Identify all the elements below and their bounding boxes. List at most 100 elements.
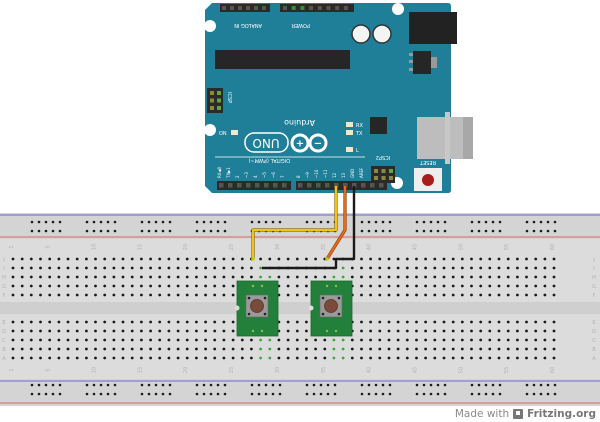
- rail-hole[interactable]: [250, 220, 254, 224]
- breadboard-hole[interactable]: [396, 275, 400, 279]
- rail-hole[interactable]: [250, 392, 254, 396]
- breadboard-hole[interactable]: [470, 320, 473, 324]
- rail-hole[interactable]: [278, 220, 282, 224]
- breadboard-hole[interactable]: [405, 284, 409, 288]
- breadboard-hole[interactable]: [48, 257, 52, 261]
- breadboard-hole[interactable]: [460, 275, 464, 279]
- breadboard-hole[interactable]: [103, 293, 107, 297]
- breadboard-hole[interactable]: [543, 338, 547, 342]
- breadboard-hole[interactable]: [103, 356, 107, 360]
- rail-hole[interactable]: [154, 220, 158, 224]
- breadboard-hole[interactable]: [213, 320, 217, 324]
- breadboard-hole[interactable]: [250, 338, 253, 342]
- breadboard-hole[interactable]: [158, 338, 162, 342]
- breadboard-hole[interactable]: [85, 356, 88, 360]
- rail-hole[interactable]: [360, 392, 364, 396]
- breadboard-hole[interactable]: [415, 356, 418, 360]
- breadboard-hole[interactable]: [231, 320, 235, 324]
- breadboard-hole[interactable]: [552, 257, 556, 261]
- breadboard-hole[interactable]: [185, 356, 189, 360]
- rail-hole[interactable]: [374, 229, 378, 233]
- breadboard-hole[interactable]: [57, 356, 61, 360]
- rail-hole[interactable]: [429, 392, 433, 396]
- breadboard-hole[interactable]: [332, 356, 336, 360]
- breadboard-hole[interactable]: [213, 347, 217, 351]
- breadboard-hole[interactable]: [378, 257, 382, 261]
- breadboard-hole[interactable]: [121, 284, 125, 288]
- breadboard-hole[interactable]: [350, 356, 354, 360]
- breadboard-hole[interactable]: [332, 347, 336, 351]
- breadboard-hole[interactable]: [57, 257, 61, 261]
- rail-hole[interactable]: [216, 383, 220, 387]
- rail-hole[interactable]: [498, 383, 502, 387]
- breadboard-hole[interactable]: [94, 266, 97, 270]
- breadboard-hole[interactable]: [369, 257, 372, 261]
- breadboard-hole[interactable]: [433, 356, 437, 360]
- breadboard-hole[interactable]: [130, 266, 134, 270]
- breadboard-hole[interactable]: [369, 293, 372, 297]
- rail-hole[interactable]: [168, 229, 172, 233]
- breadboard-hole[interactable]: [222, 356, 226, 360]
- breadboard-hole[interactable]: [250, 347, 253, 351]
- breadboard-hole[interactable]: [158, 284, 162, 288]
- breadboard-hole[interactable]: [213, 275, 217, 279]
- breadboard-hole[interactable]: [525, 320, 528, 324]
- rail-hole[interactable]: [44, 229, 48, 233]
- breadboard-hole[interactable]: [442, 284, 446, 288]
- breadboard-hole[interactable]: [415, 347, 418, 351]
- rail-hole[interactable]: [305, 392, 309, 396]
- rail-hole[interactable]: [168, 383, 172, 387]
- breadboard-hole[interactable]: [525, 275, 528, 279]
- breadboard-hole[interactable]: [470, 284, 473, 288]
- breadboard-hole[interactable]: [39, 284, 42, 288]
- breadboard-hole[interactable]: [277, 347, 281, 351]
- breadboard-hole[interactable]: [94, 347, 97, 351]
- breadboard-hole[interactable]: [341, 266, 345, 270]
- rail-hole[interactable]: [498, 392, 502, 396]
- rail-hole[interactable]: [195, 220, 199, 224]
- breadboard-hole[interactable]: [94, 275, 97, 279]
- breadboard-hole[interactable]: [250, 266, 253, 270]
- breadboard-hole[interactable]: [314, 275, 317, 279]
- breadboard-hole[interactable]: [534, 356, 538, 360]
- breadboard-hole[interactable]: [222, 284, 226, 288]
- breadboard-hole[interactable]: [48, 266, 52, 270]
- breadboard-hole[interactable]: [451, 356, 455, 360]
- breadboard-hole[interactable]: [424, 320, 427, 324]
- breadboard-hole[interactable]: [185, 293, 189, 297]
- breadboard-hole[interactable]: [534, 338, 538, 342]
- breadboard-hole[interactable]: [130, 275, 134, 279]
- rail-hole[interactable]: [374, 220, 378, 224]
- rail-hole[interactable]: [202, 220, 206, 224]
- rail-hole[interactable]: [491, 229, 495, 233]
- breadboard-hole[interactable]: [39, 266, 42, 270]
- breadboard-hole[interactable]: [479, 284, 483, 288]
- rail-hole[interactable]: [491, 392, 495, 396]
- breadboard-hole[interactable]: [506, 275, 510, 279]
- breadboard-hole[interactable]: [525, 284, 528, 288]
- breadboard-hole[interactable]: [525, 338, 528, 342]
- breadboard-hole[interactable]: [149, 275, 153, 279]
- breadboard-hole[interactable]: [378, 284, 382, 288]
- rail-hole[interactable]: [51, 220, 55, 224]
- breadboard-hole[interactable]: [103, 266, 107, 270]
- breadboard-hole[interactable]: [222, 338, 226, 342]
- breadboard-hole[interactable]: [516, 329, 519, 333]
- breadboard-hole[interactable]: [231, 338, 235, 342]
- breadboard-hole[interactable]: [350, 266, 354, 270]
- breadboard-hole[interactable]: [360, 284, 363, 288]
- breadboard-hole[interactable]: [250, 356, 253, 360]
- breadboard-hole[interactable]: [405, 266, 409, 270]
- rail-hole[interactable]: [113, 392, 117, 396]
- breadboard-hole[interactable]: [94, 329, 97, 333]
- rail-hole[interactable]: [30, 383, 34, 387]
- breadboard-hole[interactable]: [396, 293, 400, 297]
- breadboard-hole[interactable]: [470, 275, 473, 279]
- breadboard-hole[interactable]: [121, 275, 125, 279]
- breadboard-hole[interactable]: [48, 284, 52, 288]
- breadboard-hole[interactable]: [424, 257, 427, 261]
- breadboard-hole[interactable]: [85, 329, 88, 333]
- breadboard-hole[interactable]: [460, 293, 464, 297]
- breadboard-hole[interactable]: [378, 338, 382, 342]
- breadboard-hole[interactable]: [488, 338, 492, 342]
